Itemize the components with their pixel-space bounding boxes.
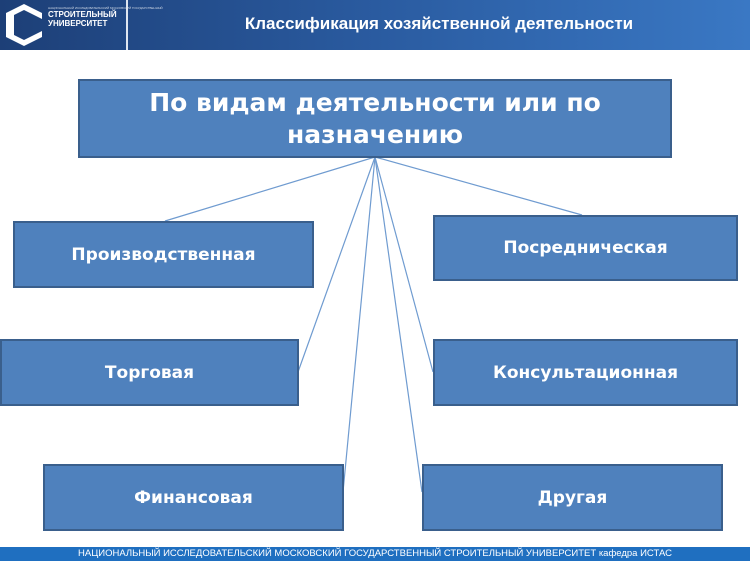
connector-line	[342, 156, 376, 493]
connector-line	[297, 156, 376, 373]
university-logo-icon	[6, 4, 42, 46]
connector-line	[374, 156, 434, 373]
logo-small-text: НАЦИОНАЛЬНЫЙ ИССЛЕДОВАТЕЛЬСКИЙ МОСКОВСКИ…	[48, 6, 163, 10]
box-intermediary: Посредническая	[433, 215, 738, 281]
logo-line1: СТРОИТЕЛЬНЫЙ	[48, 10, 117, 19]
slide-title: Классификация хозяйственной деятельности	[244, 14, 634, 33]
box-production: Производственная	[13, 221, 314, 288]
root-box: По видам деятельности или по назначению	[78, 79, 672, 158]
header-bar: НАЦИОНАЛЬНЫЙ ИССЛЕДОВАТЕЛЬСКИЙ МОСКОВСКИ…	[0, 0, 750, 50]
box-other: Другая	[422, 464, 723, 531]
logo-text: НАЦИОНАЛЬНЫЙ ИССЛЕДОВАТЕЛЬСКИЙ МОСКОВСКИ…	[48, 6, 163, 28]
footer-bar: НАЦИОНАЛЬНЫЙ ИССЛЕДОВАТЕЛЬСКИЙ МОСКОВСКИ…	[0, 547, 750, 561]
box-consulting: Консультационная	[433, 339, 738, 406]
box-financial: Финансовая	[43, 464, 344, 531]
connector-line	[374, 156, 423, 493]
connector-line	[164, 156, 376, 222]
connector-line	[374, 156, 583, 216]
box-trade: Торговая	[0, 339, 299, 406]
header-divider	[126, 0, 128, 50]
logo-line2: УНИВЕРСИТЕТ	[48, 19, 108, 28]
